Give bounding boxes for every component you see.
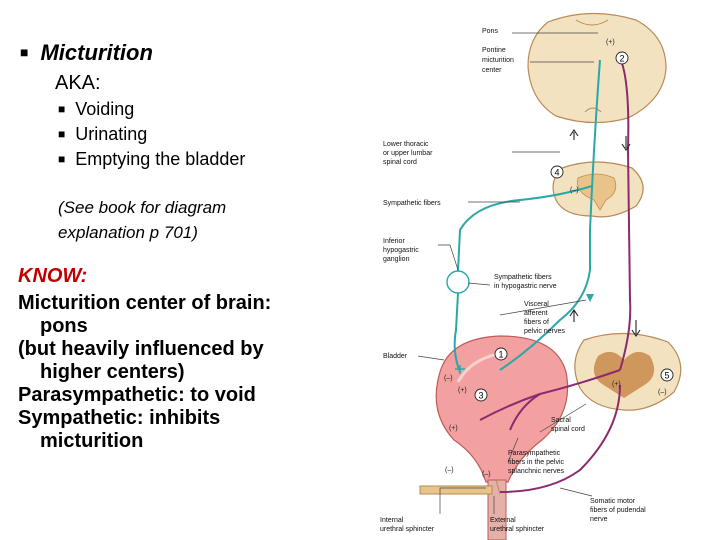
sign-plus: (+) xyxy=(458,387,467,394)
aka-label: AKA: xyxy=(55,72,101,94)
label-afferent-4: pelvic nerves xyxy=(524,328,565,335)
label-afferent-1: Visceral xyxy=(524,301,549,308)
label-internal-sphincter-2: urethral sphincter xyxy=(380,526,435,533)
svg-text:4: 4 xyxy=(554,168,559,178)
label-parasympathetic-3: splanchnic nerves xyxy=(508,468,565,475)
label-somatic-2: fibers of pudendal xyxy=(590,507,646,514)
step-marker-3: 3 xyxy=(474,388,488,402)
bullet-square-icon: ■ xyxy=(58,127,66,141)
step-marker-1: 1 xyxy=(494,347,508,361)
sign-plus: (+) xyxy=(606,39,615,46)
label-external-sphincter-1: External xyxy=(490,517,516,524)
label-ganglion-3: ganglion xyxy=(383,256,410,263)
sign-plus: (+) xyxy=(612,381,621,388)
label-parasympathetic-2: fibers in the pelvic xyxy=(508,459,565,466)
label-pmc-1: Pontine xyxy=(482,47,506,54)
sign-minus: (–) xyxy=(444,375,453,382)
step-marker-4: 4 xyxy=(550,165,564,179)
label-lower-thoracic-3: spinal cord xyxy=(383,159,417,166)
reference-note: (See book for diagram explanation p 701) xyxy=(58,198,227,242)
step-marker-5: 5 xyxy=(660,368,674,382)
sign-plus: (+) xyxy=(449,425,458,432)
aka-item: ■Voiding xyxy=(58,99,135,119)
sign-minus: (–) xyxy=(482,471,491,478)
label-bladder: Bladder xyxy=(383,353,408,360)
label-external-sphincter-2: urethral sphincter xyxy=(490,526,545,533)
slide-title: ■ Micturition xyxy=(20,40,153,66)
bullet-square-icon: ■ xyxy=(58,152,66,166)
external-sphincter-shape xyxy=(419,485,493,495)
label-parasympathetic-1: Parasympathetic xyxy=(508,450,561,457)
svg-text:3: 3 xyxy=(478,391,483,401)
svg-text:5: 5 xyxy=(664,371,669,381)
label-afferent-3: fibers of xyxy=(524,319,549,326)
label-sacral-2: spinal cord xyxy=(551,426,585,433)
ganglion-circle xyxy=(446,270,470,294)
sign-minus: (–) xyxy=(658,389,667,396)
svg-text:1: 1 xyxy=(498,350,503,360)
micturition-reflex-diagram: 1 2 3 4 5 (+) (–) (–) (+) (+) (–) (–) (+… xyxy=(380,12,682,540)
step-marker-2: 2 xyxy=(615,51,629,65)
label-afferent-2: afferent xyxy=(524,310,548,317)
label-ganglion-1: Inferior xyxy=(383,238,405,245)
sign-minus: (–) xyxy=(570,187,579,194)
slide-title-text: Micturition xyxy=(40,40,153,65)
label-somatic-3: nerve xyxy=(590,516,608,523)
label-pmc-2: micturition xyxy=(482,57,514,64)
label-hypogastric-2: in hypogastric nerve xyxy=(494,283,557,290)
label-pons: Pons xyxy=(482,28,498,35)
label-lower-thoracic-1: Lower thoracic xyxy=(383,141,429,148)
label-internal-sphincter-1: Internal xyxy=(380,517,404,524)
label-sympathetic-fibers: Sympathetic fibers xyxy=(383,200,441,207)
label-somatic-1: Somatic motor xyxy=(590,498,636,505)
label-pmc-3: center xyxy=(482,67,502,74)
know-block: Micturition center of brain: pons (but h… xyxy=(18,292,272,452)
label-sacral-1: Sacral xyxy=(551,417,571,424)
label-lower-thoracic-2: or upper lumbar xyxy=(383,150,433,157)
bullet-square-icon: ■ xyxy=(58,102,66,116)
know-heading: KNOW: xyxy=(18,265,88,287)
svg-text:2: 2 xyxy=(619,54,624,64)
label-hypogastric-1: Sympathetic fibers xyxy=(494,274,552,281)
aka-item: ■Emptying the bladder xyxy=(58,149,246,169)
label-ganglion-2: hypogastric xyxy=(383,247,419,254)
bullet-square-icon: ■ xyxy=(20,44,29,60)
sign-minus: (–) xyxy=(445,467,454,474)
aka-item: ■Urinating xyxy=(58,124,148,144)
